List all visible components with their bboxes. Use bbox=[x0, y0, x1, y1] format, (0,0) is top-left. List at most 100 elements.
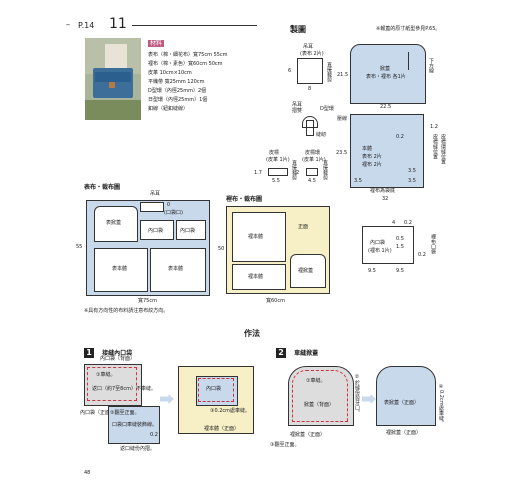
step2-text: ①車縫。 bbox=[306, 378, 326, 384]
step2-text: 裡掀蓋（正面） bbox=[290, 432, 326, 438]
step1-number: 1 bbox=[84, 348, 94, 358]
tab-piece bbox=[297, 58, 323, 84]
leather-loop-dim: 2 bbox=[296, 170, 300, 176]
outer-tab bbox=[140, 202, 164, 212]
d-ring-icon bbox=[302, 116, 318, 128]
header-dash: – bbox=[66, 20, 70, 29]
body-note2: 皮標環縫位置 bbox=[440, 134, 446, 164]
flap-width: 22.5 bbox=[380, 104, 392, 110]
body-piece bbox=[350, 114, 424, 188]
pocket-dim: 1.5 bbox=[396, 244, 404, 250]
flap-side: 下方線 bbox=[428, 58, 434, 73]
method-label: 作法 bbox=[244, 329, 260, 338]
tab-sub: (表布 2片) bbox=[300, 51, 324, 57]
step2-title: 車縫掀蓋 bbox=[294, 350, 319, 357]
lining-piece-body-2: 裡本體 bbox=[248, 274, 264, 280]
pocket-dim: 4 bbox=[392, 220, 396, 226]
body-dim: 0.2 bbox=[396, 134, 404, 140]
material-line: 表布（棉・細花布）寬75cm 55cm bbox=[148, 52, 228, 58]
step1-pocket-front bbox=[108, 406, 160, 444]
outer-width: 寬75cm bbox=[138, 298, 157, 304]
leather-loop-sub: (皮革 1片) bbox=[302, 157, 326, 163]
flap-grain-arrow bbox=[408, 52, 409, 70]
material-line: 釦線（鈕釦縫線） bbox=[148, 106, 189, 112]
leather-loop-note: 直接裁剪 bbox=[322, 160, 328, 180]
outer-pocket-mouth: (口袋口) bbox=[164, 210, 183, 216]
material-line: 裡布（棉・素色）寬60cm 50cm bbox=[148, 61, 223, 67]
step2-number: 2 bbox=[276, 348, 286, 358]
outer-layout-label: 表布・裁布圖 bbox=[84, 184, 121, 191]
tab-title: 吊耳 bbox=[303, 44, 314, 50]
lining-width: 寬60cm bbox=[266, 298, 285, 304]
pocket-sub: (裡布 1片) bbox=[368, 248, 392, 254]
body-note1: 皮標縫位置 bbox=[432, 134, 438, 159]
outer-body-1 bbox=[94, 248, 148, 292]
direction-note: ※具有方向性的布料請注意布紋方向。 bbox=[84, 308, 169, 314]
step2-text: ③翻至正面。 bbox=[270, 442, 300, 448]
leather-label-piece bbox=[268, 168, 288, 176]
flap-height: 21.5 bbox=[337, 72, 349, 78]
pocket-title: 內口袋 bbox=[370, 240, 386, 246]
step1-pocket-back bbox=[84, 364, 142, 406]
materials-block: 材料 表布（棉・細花布）寬75cm 55cm 裡布（棉・素色）寬60cm 50c… bbox=[148, 40, 278, 120]
body-height: 23.5 bbox=[336, 150, 348, 156]
body-dim: 3.5 bbox=[408, 178, 416, 184]
step1-text: 內口袋 bbox=[206, 386, 222, 392]
leather-dim: 1.7 bbox=[254, 170, 262, 176]
tab-note: 直接裁剪 bbox=[326, 62, 332, 82]
lining-flap bbox=[290, 254, 326, 288]
lining-body-1 bbox=[232, 212, 286, 262]
outer-pocket bbox=[140, 220, 174, 240]
lining-piece-body: 裡本體 bbox=[248, 234, 264, 240]
tab-fold-stitch: 縫紉 bbox=[316, 132, 327, 138]
flap-title: 掀蓋 bbox=[380, 66, 391, 72]
step-arrow bbox=[160, 394, 174, 404]
step1-text: 內口袋（背面） bbox=[100, 356, 136, 362]
pattern-note: ※報蓋的原寸紙型參見P.65。 bbox=[376, 26, 441, 32]
bag-photo bbox=[85, 38, 141, 120]
step2-text: 掀蓋（背面） bbox=[304, 402, 335, 408]
body-dim: 3.5 bbox=[354, 178, 362, 184]
body-dim: 1.2 bbox=[430, 124, 438, 130]
leather-title: 皮標 bbox=[269, 150, 280, 156]
step2-header: 2 車縫掀蓋 bbox=[276, 340, 426, 358]
lining-body-2 bbox=[232, 264, 286, 290]
outer-piece-pocket: 內口袋 bbox=[148, 228, 164, 234]
body-stitch: 壓線 bbox=[337, 116, 348, 122]
material-line: 日型環（內徑25mm）1個 bbox=[148, 97, 208, 103]
pocket-side: 裡布口袋 bbox=[430, 234, 436, 254]
step2-stitch-line bbox=[292, 370, 348, 422]
materials-label: 材料 bbox=[148, 40, 165, 47]
step1-text: ③0.2cm處車縫。 bbox=[210, 408, 251, 414]
tab-fold-label: 吊耳 bbox=[292, 102, 303, 108]
leather-loop-dim: 4.5 bbox=[308, 178, 316, 184]
step2-text: ④0.2cm處車縫。 bbox=[438, 384, 444, 426]
step1-text: 返口縫份內摺。 bbox=[120, 446, 156, 452]
tab-fold-note: 摺雙 bbox=[292, 108, 303, 114]
flap-sub: 表布・裡布 各1片 bbox=[366, 74, 406, 80]
lining-height: 50 bbox=[218, 246, 225, 252]
leather-sub: (皮革 1片) bbox=[266, 157, 290, 163]
material-line: D型環（內徑25mm）2個 bbox=[148, 88, 207, 94]
outer-body-2 bbox=[150, 248, 206, 292]
body-bottom: 裡布為袋底 bbox=[370, 188, 396, 194]
step1-text: 返口（約7至8cm）不車縫。 bbox=[92, 386, 156, 392]
pocket-dim: 9.5 bbox=[368, 268, 376, 274]
step2-text: 表掀蓋（正面） bbox=[384, 400, 420, 406]
leather-dim: 5.5 bbox=[272, 178, 280, 184]
page-number: 48 bbox=[84, 470, 91, 476]
step1-stitch-line bbox=[87, 367, 137, 401]
leather-note: 直接裁剪 bbox=[291, 160, 297, 180]
step1-header: 1 接縫內口袋 bbox=[84, 340, 234, 358]
pocket-piece bbox=[362, 226, 414, 264]
step2-text: 裡掀蓋（正面） bbox=[386, 430, 422, 436]
d-ring-label: D型環 bbox=[320, 106, 334, 112]
pocket-dim: 0.5 bbox=[396, 236, 404, 242]
body-width: 32 bbox=[382, 196, 389, 202]
outer-flap bbox=[94, 206, 138, 242]
step-arrow bbox=[362, 394, 376, 404]
pocket-dim: 0.2 bbox=[404, 220, 412, 226]
leather-loop-title: 皮標環 bbox=[305, 150, 321, 156]
material-line: 皮革 10cm×10cm bbox=[148, 70, 192, 76]
outer-piece-pocket-2: 內口袋 bbox=[180, 228, 196, 234]
